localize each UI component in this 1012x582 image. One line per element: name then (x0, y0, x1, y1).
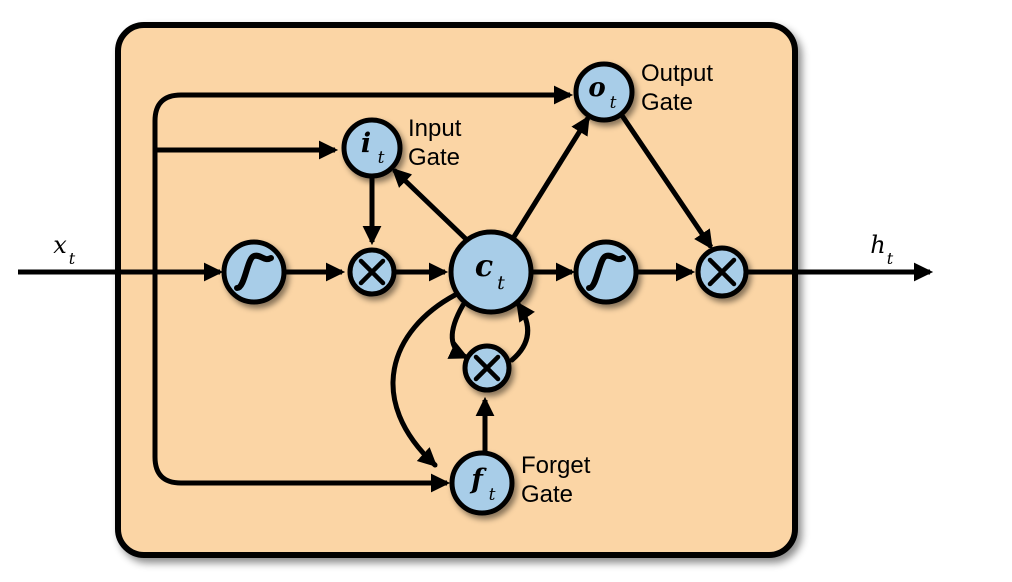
wire-cell-state-to-forget-gate (390, 292, 458, 468)
wire-cell-state-to-output-gate (509, 115, 591, 242)
input-gate-node[interactable]: i t (341, 117, 403, 179)
wire-output-gate-to-multiply-output (618, 112, 714, 250)
output-gate-label: o (588, 73, 605, 103)
forget-gate-circle[interactable] (449, 450, 515, 516)
node-group: i t c t o t (221, 61, 749, 516)
sigmoid-icon (234, 252, 274, 291)
output-gate-caption-line2: Gate (641, 89, 693, 116)
output-gate-subscript: t (610, 93, 617, 113)
input-gate-caption-line2: Gate (408, 144, 460, 171)
io-label-group: x t h t (53, 231, 894, 268)
multiply-output-node[interactable] (695, 245, 749, 299)
output-gate-caption-line1: Output (641, 60, 713, 87)
activation-out-circle[interactable] (573, 239, 639, 305)
multiply-icon (707, 257, 737, 287)
input-gate-caption-line1: Input (408, 115, 462, 142)
cell-state-label: c (475, 249, 493, 284)
output-label-ht: h (870, 231, 885, 259)
activation-in-node[interactable] (221, 239, 287, 305)
caption-group: Input Gate Output Gate Forget Gate (408, 60, 713, 508)
forget-gate-label: f (469, 464, 487, 495)
wire-cell-state-to-input-gate (391, 167, 470, 243)
output-gate-circle[interactable] (573, 61, 635, 123)
input-gate-label: i (361, 128, 371, 159)
output-gate-node[interactable]: o t (573, 61, 635, 123)
cell-state-node[interactable]: c t (448, 229, 534, 315)
forget-gate-node[interactable]: f t (449, 450, 515, 516)
multiply-icon (358, 258, 386, 286)
activation-in-circle[interactable] (221, 239, 287, 305)
multiply-input-node[interactable] (347, 247, 397, 297)
input-label-xt-subscript: t (69, 249, 76, 268)
wire-multiply-forget-to-cell-state (509, 301, 535, 363)
multiply-icon (473, 354, 501, 382)
multiply-forget-node[interactable] (462, 343, 512, 393)
forget-gate-subscript: t (489, 485, 496, 505)
activation-out-node[interactable] (573, 239, 639, 305)
cell-state-circle[interactable] (448, 229, 534, 315)
input-label-xt: x (53, 231, 67, 259)
output-label-ht-subscript: t (887, 249, 894, 268)
cell-state-subscript: t (497, 272, 505, 294)
input-gate-subscript: t (378, 148, 385, 168)
wire-group (18, 85, 934, 493)
forget-gate-caption-line2: Gate (521, 481, 573, 508)
sigmoid-icon (586, 252, 626, 291)
forget-gate-caption-line1: Forget (521, 452, 591, 479)
input-gate-circle[interactable] (341, 117, 403, 179)
wire-cell-state-to-multiply-forget (447, 302, 469, 360)
wire-input-bus-riser (152, 92, 418, 486)
